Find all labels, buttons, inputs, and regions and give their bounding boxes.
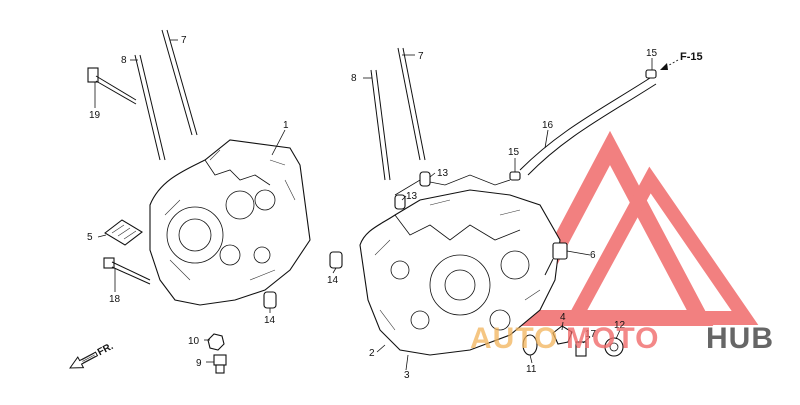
reference-f15: F-15 <box>660 51 703 70</box>
callout-3: 3 <box>404 370 410 381</box>
cap-12 <box>604 337 624 357</box>
callout-7-left: 7 <box>181 35 187 46</box>
callout-8-right: 8 <box>351 73 357 84</box>
sensor-6 <box>544 242 568 276</box>
watermark-wordmark: AUTO MOTO HUB <box>470 322 774 355</box>
reference-arrow-icon <box>660 63 668 70</box>
front-arrow-icon <box>69 351 99 369</box>
clip-15-top <box>645 69 657 79</box>
leader-lines <box>94 39 653 371</box>
direction-indicator: FR. <box>69 341 116 369</box>
callout-14-left: 14 <box>264 315 276 326</box>
watermark-logo <box>506 130 759 326</box>
plug-9 <box>213 354 227 374</box>
stud-8-right <box>370 69 391 181</box>
callout-17: 17 <box>585 329 597 340</box>
callout-7-right: 7 <box>418 51 424 62</box>
breather-tube-16 <box>519 77 657 176</box>
stud-7-right <box>397 47 426 161</box>
bolt-18 <box>103 257 151 285</box>
left-crankcase <box>149 139 311 306</box>
callout-4: 4 <box>560 312 566 323</box>
watermark-triangle-right-icon <box>563 166 759 325</box>
watermark-text-auto: AUTO <box>470 322 558 355</box>
callout-10: 10 <box>188 336 200 347</box>
dowel-13-a <box>419 171 431 187</box>
callout-8-left: 8 <box>121 55 127 66</box>
bolt-17 <box>575 341 587 357</box>
callout-18: 18 <box>109 294 121 305</box>
callout-13-a: 13 <box>437 168 449 179</box>
part-4 <box>552 325 573 345</box>
callout-2: 2 <box>369 348 375 359</box>
callout-6: 6 <box>590 250 596 261</box>
callout-9: 9 <box>196 358 202 369</box>
watermark-text-moto: MOTO <box>566 322 659 355</box>
reference-label: F-15 <box>680 51 703 63</box>
direction-label: FR. <box>96 341 116 358</box>
right-crankcase <box>359 174 561 356</box>
callout-14-right: 14 <box>327 275 339 286</box>
dowel-13-b <box>394 194 406 210</box>
watermark-text-hub: HUB <box>706 322 774 355</box>
callout-1: 1 <box>283 120 289 131</box>
callout-5: 5 <box>87 232 93 243</box>
dowel-14-left <box>263 291 277 309</box>
callout-labels: 7 8 19 1 5 18 14 10 9 14 7 8 13 13 2 3 1… <box>87 35 658 381</box>
clip-15-bottom <box>509 171 521 181</box>
stud-7-left <box>161 29 198 136</box>
callout-16: 16 <box>542 120 554 131</box>
callout-15-top: 15 <box>646 48 658 59</box>
callout-11: 11 <box>526 364 537 375</box>
dowel-14-right <box>329 251 343 269</box>
plate-5 <box>104 219 143 246</box>
callout-15-bottom: 15 <box>508 147 520 158</box>
callout-19: 19 <box>89 110 101 121</box>
stud-8-left <box>134 54 166 161</box>
bolt-19 <box>87 67 137 105</box>
callout-12: 12 <box>614 320 626 331</box>
nut-10 <box>207 333 225 351</box>
callout-13-b: 13 <box>406 191 418 202</box>
